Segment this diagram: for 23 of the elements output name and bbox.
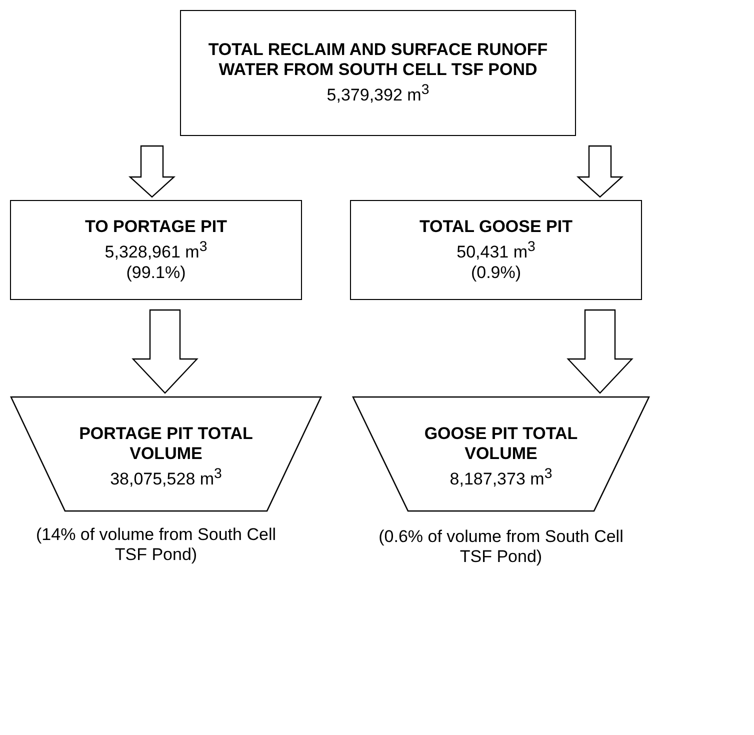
node-heading: GOOSE PIT TOTAL VOLUME: [423, 424, 579, 464]
block-arrow: [128, 145, 176, 198]
node-heading: TO PORTAGE PIT: [84, 217, 228, 238]
block-arrow: [132, 309, 198, 394]
trapezoid-node: [10, 396, 322, 512]
node-heading: PORTAGE PIT TOTAL VOLUME: [78, 424, 254, 464]
node-heading: TOTAL GOOSE PIT: [418, 217, 574, 238]
node-value: 50,431 m$^{3}$: [456, 238, 536, 263]
node-value: 8,187,373 m$^{3}$: [448, 465, 554, 490]
process-box: [180, 10, 576, 136]
process-box: [10, 200, 302, 300]
block-arrow: [566, 309, 634, 394]
node-value: (99.1%): [125, 262, 187, 283]
node-value: 5,328,961 m$^{3}$: [104, 238, 208, 263]
node-note: (0.6% of volume from South Cell TSF Pond): [378, 527, 624, 567]
node-heading: TOTAL RECLAIM AND SURFACE RUNOFF WATER FROM SOUTH CELL TSF POND: [207, 40, 549, 80]
node-value: (0.9%): [470, 262, 522, 283]
node-note: (14% of volume from South Cell TSF Pond): [35, 525, 277, 565]
block-arrow: [576, 145, 624, 198]
node-value: 38,075,528 m$^{3}$: [109, 465, 223, 490]
trapezoid-node: [352, 396, 650, 512]
node-value: 5,379,392 m$^{3}$: [326, 81, 430, 106]
process-box: [350, 200, 642, 300]
